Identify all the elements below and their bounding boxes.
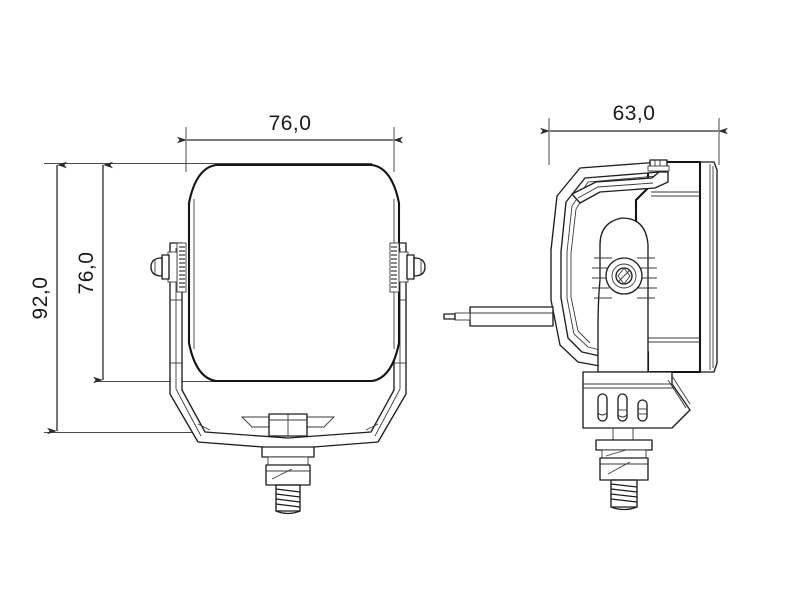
- thread-side: [610, 479, 638, 511]
- hex-lock-nut-side: [599, 457, 649, 481]
- dimension-height-76: 76,0: [75, 161, 113, 384]
- knurl-left: [179, 246, 185, 288]
- lens-face-plate: [699, 161, 718, 373]
- slot-hole-2: [617, 393, 628, 422]
- dimension-height-92: 92,0: [29, 161, 67, 435]
- top-fastener: [647, 159, 670, 172]
- knurl-right: [391, 246, 397, 288]
- mounting-foot-side: [582, 371, 691, 429]
- dimension-depth-63-label: 63,0: [613, 102, 656, 125]
- threaded-mounting-stud-side: [595, 428, 653, 511]
- side-pivot-bolt-left: [150, 242, 187, 293]
- dimension-height-76-label: 76,0: [75, 252, 98, 295]
- side-pivot-bolt-right: [389, 242, 426, 293]
- octagonal-lamp-housing: [187, 163, 401, 383]
- threaded-mounting-stud-front: [261, 446, 315, 515]
- dimension-height-92-label: 92,0: [29, 277, 52, 320]
- swivel-pivot-arm: [592, 217, 657, 373]
- front-view: 76,0 92,0 76,0: [29, 112, 426, 515]
- hex-nut-front: [268, 413, 308, 437]
- hex-lock-nut-front: [265, 464, 311, 486]
- spring-washer-side: [601, 449, 647, 459]
- slotted-mounting-holes: [597, 393, 648, 422]
- slot-hole-1: [597, 393, 608, 422]
- side-view: 63,0: [443, 102, 728, 511]
- pivot-bolt-head: [605, 257, 643, 295]
- dimension-width-76-label: 76,0: [269, 112, 312, 135]
- upper-bracket-arm: [571, 171, 669, 204]
- dimension-width-76: 76,0: [177, 112, 403, 144]
- side-view-extension-lines: [548, 118, 720, 165]
- flat-washer-side: [595, 439, 653, 451]
- spring-washer-front: [267, 456, 309, 466]
- power-cable-gland: [443, 306, 554, 327]
- thread-front: [275, 484, 301, 515]
- dimension-depth-63: 63,0: [540, 102, 728, 135]
- flat-washer-front: [261, 446, 315, 458]
- slot-hole-3: [637, 399, 648, 422]
